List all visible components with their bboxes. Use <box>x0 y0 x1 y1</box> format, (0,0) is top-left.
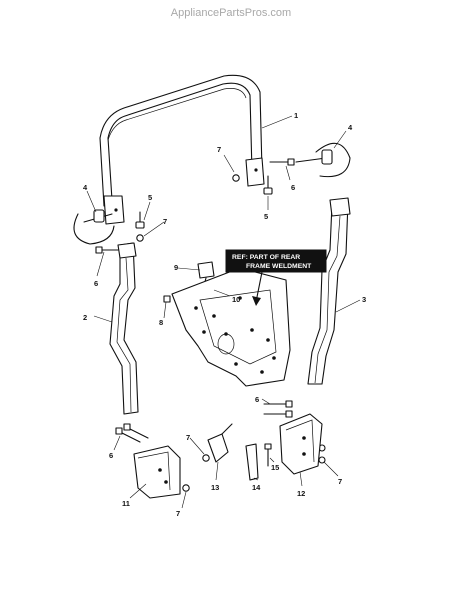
callout-3: 3 <box>362 295 366 304</box>
nut-top-right <box>232 174 240 182</box>
upper-roll-bar <box>99 74 265 225</box>
rear-frame-weldment <box>171 267 291 387</box>
callout-4-left: 4 <box>83 183 88 192</box>
bolt-upper-right <box>269 158 295 166</box>
bolt-right-bracket <box>263 400 293 418</box>
callout-11: 11 <box>122 499 130 508</box>
callout-7-bottom: 7 <box>176 509 180 518</box>
nut-left <box>136 234 144 242</box>
right-lower-rail <box>307 197 351 385</box>
bolt-plate <box>163 295 171 303</box>
callout-6-right: 6 <box>255 395 259 404</box>
callout-7-left: 7 <box>163 217 167 226</box>
ref-line-2: FRAME WELDMENT <box>246 263 312 270</box>
hitch-pin-left <box>73 209 115 245</box>
nut-lower-center <box>202 454 210 462</box>
callout-7-top: 7 <box>217 145 221 154</box>
bolt-15 <box>264 443 272 467</box>
hitch-pin-right <box>295 142 351 178</box>
watermark: AppliancePartsPros.com <box>171 7 291 19</box>
callout-1: 1 <box>294 111 298 120</box>
left-lower-rail <box>109 242 139 415</box>
callout-10: 10 <box>232 295 240 304</box>
ref-line-1: REF: PART OF REAR <box>232 254 300 261</box>
clevis-pin-left <box>135 211 145 229</box>
callout-15: 15 <box>271 463 279 472</box>
callout-7-right: 7 <box>338 477 342 486</box>
right-mount-bracket <box>279 413 323 475</box>
reference-box: REF: PART OF REAR FRAME WELDMENT <box>225 249 327 306</box>
callout-5-right: 5 <box>264 212 268 221</box>
callout-5-left: 5 <box>148 193 152 202</box>
callout-6-left: 6 <box>94 279 98 288</box>
callout-12: 12 <box>297 489 305 498</box>
small-bracket <box>245 443 259 481</box>
latch <box>207 423 233 463</box>
callout-14: 14 <box>252 483 261 492</box>
callout-8: 8 <box>159 318 163 327</box>
callout-13: 13 <box>211 483 219 492</box>
callout-9: 9 <box>174 263 178 272</box>
nut-lower-left <box>182 484 190 492</box>
callout-6-upper: 6 <box>291 183 295 192</box>
callout-2: 2 <box>83 313 87 322</box>
callout-6-lower-left: 6 <box>109 451 113 460</box>
callout-7-center: 7 <box>186 433 190 442</box>
bolt-left-bracket <box>115 423 149 443</box>
clevis-pin-right <box>263 175 273 195</box>
left-mount-bracket <box>133 445 181 499</box>
callout-4-right: 4 <box>348 123 353 132</box>
leader-lines <box>86 115 361 509</box>
bolt-left-rail <box>95 246 119 254</box>
